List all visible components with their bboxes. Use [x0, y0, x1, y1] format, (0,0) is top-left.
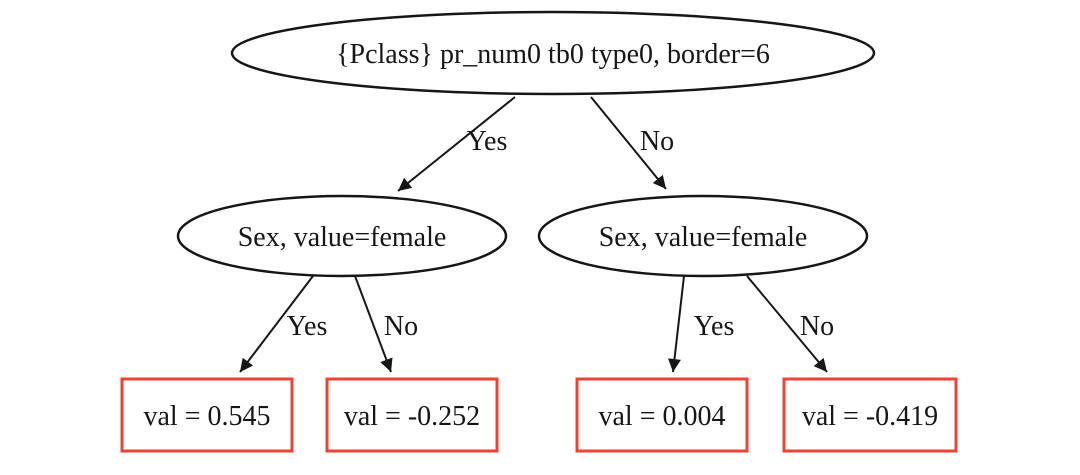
edge-line-left-yes [239, 275, 314, 373]
leaf-node-3: val = 0.004 [575, 377, 749, 453]
leaf-node-1: val = 0.545 [120, 377, 294, 453]
edge-left-yes: Yes [239, 275, 328, 373]
edge-root-yes: Yes [397, 96, 516, 192]
leaf-node-4: val = -0.419 [782, 377, 958, 453]
node-left-sex-ellipse [176, 194, 508, 278]
edge-left-no: No [354, 275, 418, 373]
edge-line-root-yes [397, 96, 516, 192]
node-right-sex: Sex, value=female [537, 194, 869, 278]
leaf-node-4-box [782, 377, 958, 453]
edge-label-left-yes: Yes [287, 311, 328, 342]
leaf-node-2: val = -0.252 [325, 377, 499, 453]
edge-right-yes: Yes [668, 275, 735, 373]
edge-line-right-yes [668, 275, 685, 373]
edge-label-right-yes: Yes [694, 311, 735, 342]
node-right-sex-label: Sex, value=female [599, 222, 808, 253]
edge-line-right-no [746, 275, 828, 373]
edge-right-no: No [746, 275, 834, 373]
edge-label-right-no: No [800, 311, 834, 342]
leaf-node-3-label: val = 0.004 [599, 401, 726, 432]
leaf-node-3-box [575, 377, 749, 453]
leaf-node-1-label: val = 0.545 [144, 401, 271, 432]
edge-label-root-no: No [640, 126, 674, 157]
edge-line-left-no [354, 275, 393, 373]
leaf-node-4-label: val = -0.419 [802, 401, 938, 432]
leaf-node-1-box [120, 377, 294, 453]
edge-label-root-yes: Yes [467, 126, 508, 157]
edge-line-root-no [590, 96, 667, 190]
node-left-sex-label: Sex, value=female [238, 222, 447, 253]
node-right-sex-ellipse [537, 194, 869, 278]
edge-root-no: No [590, 96, 674, 190]
node-left-sex: Sex, value=female [176, 194, 508, 278]
node-root: {Pclass} pr_num0 tb0 type0, border=6 [230, 10, 876, 96]
node-root-label: {Pclass} pr_num0 tb0 type0, border=6 [336, 39, 770, 70]
node-root-ellipse [230, 10, 876, 96]
leaf-node-2-box [325, 377, 499, 453]
leaf-node-2-label: val = -0.252 [344, 401, 480, 432]
edge-label-left-no: No [384, 311, 418, 342]
